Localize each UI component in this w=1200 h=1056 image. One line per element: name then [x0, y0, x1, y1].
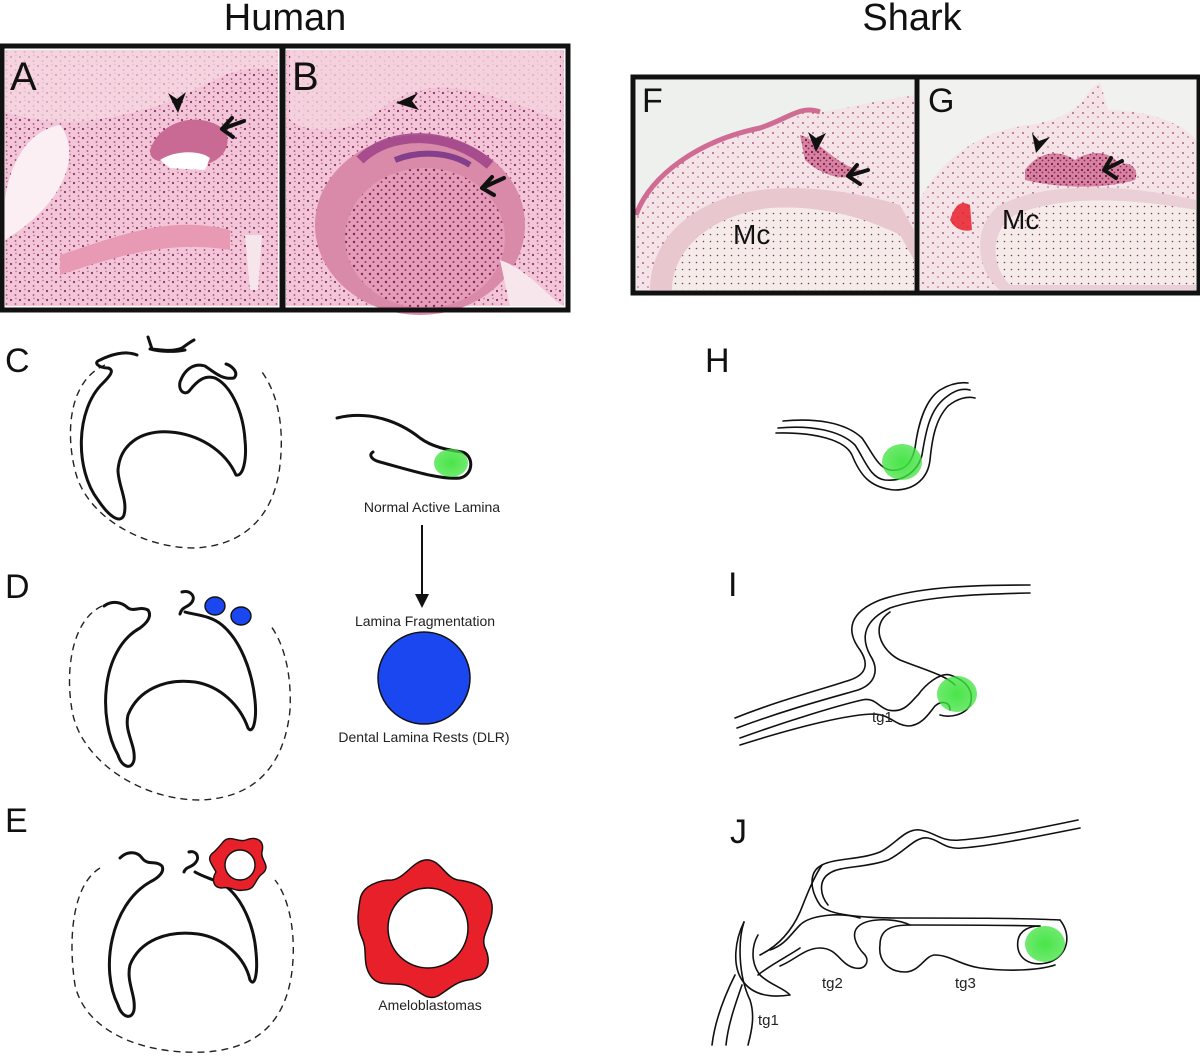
tooth-germ-diagram-d — [70, 592, 291, 800]
caption-dental-lamina-rests: Dental Lamina Rests (DLR) — [338, 729, 509, 745]
panel-label-d: D — [5, 568, 30, 606]
micrograph-panel-a — [5, 50, 278, 306]
tg1-label-j: tg1 — [758, 1012, 779, 1029]
tooth-germ-diagram-c — [70, 337, 281, 548]
ameloblastoma-icon — [358, 860, 492, 998]
tg1-label-i: tg1 — [872, 709, 893, 726]
tg3-label: tg3 — [955, 975, 976, 992]
fragmentation-arrow-icon — [415, 525, 429, 608]
mc-label-g: Mc — [1002, 204, 1039, 235]
panel-label-e: E — [5, 802, 28, 840]
panel-label-f: F — [642, 82, 663, 120]
caption-ameloblastomas: Ameloblastomas — [378, 997, 482, 1013]
micrograph-panel-f — [636, 80, 914, 290]
shark-lamina-diagram-h — [776, 383, 975, 490]
panel-label-j: J — [730, 813, 747, 851]
panel-label-g: G — [928, 82, 954, 120]
micrograph-panel-b — [286, 50, 564, 315]
panel-label-c: C — [5, 342, 30, 380]
dental-lamina-rest-icon — [378, 632, 470, 724]
panel-label-a: A — [10, 55, 37, 99]
panel-label-i: I — [728, 566, 737, 604]
panel-label-b: B — [292, 55, 319, 99]
caption-normal-active-lamina: Normal Active Lamina — [364, 499, 500, 515]
mc-label-f: Mc — [733, 219, 770, 250]
normal-active-lamina-diagram — [337, 415, 471, 478]
panel-label-h: H — [705, 342, 730, 380]
tooth-germ-diagram-e — [72, 839, 293, 1053]
shark-header: Shark — [862, 0, 962, 39]
tg2-label: tg2 — [822, 975, 843, 992]
caption-lamina-fragmentation: Lamina Fragmentation — [355, 613, 495, 629]
human-header: Human — [224, 0, 347, 39]
micrograph-panel-g — [920, 80, 1196, 290]
